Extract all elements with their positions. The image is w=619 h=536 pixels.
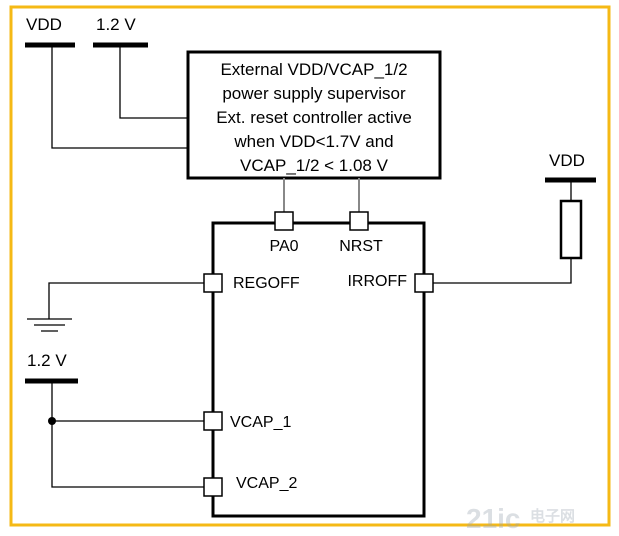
regoff-pin-label: REGOFF xyxy=(233,275,300,292)
supervisor-line-1: External VDD/VCAP_1/2 xyxy=(220,60,407,79)
nrst-pin-label: NRST xyxy=(339,238,383,255)
vdd-top-label: VDD xyxy=(26,15,62,34)
irroff-pin xyxy=(414,273,434,293)
watermark-text: 电子网 xyxy=(530,507,575,525)
irroff-pin-label: IRROFF xyxy=(347,273,407,290)
vdd-right-label: VDD xyxy=(549,151,585,170)
pa0-pin xyxy=(274,211,294,231)
v12-top-label: 1.2 V xyxy=(96,15,136,34)
vcap2-pin-label: VCAP_2 xyxy=(236,475,297,492)
mcu-chip-box xyxy=(211,221,426,518)
vdd-top-wire xyxy=(51,45,188,149)
regoff-wire xyxy=(48,282,204,319)
supervisor-line-3: Ext. reset controller active xyxy=(216,108,412,127)
supervisor-line-4: when VDD<1.7V and xyxy=(233,132,393,151)
vcap1-pin xyxy=(203,411,223,431)
v12-left-label: 1.2 V xyxy=(27,351,67,370)
supervisor-line-2: power supply supervisor xyxy=(222,84,406,103)
nrst-pin xyxy=(349,211,369,231)
vcap1-pin-label: VCAP_1 xyxy=(230,414,291,431)
junction-dot xyxy=(48,417,56,425)
supervisor-line-5: VCAP_1/2 < 1.08 V xyxy=(240,156,389,175)
pa0-pin-label: PA0 xyxy=(269,238,298,255)
resistor-icon xyxy=(559,199,583,260)
vcap2-pin xyxy=(203,477,223,497)
irroff-wire xyxy=(433,258,572,284)
supervisor-box xyxy=(186,50,442,180)
v12-top-wire xyxy=(119,45,188,119)
watermark: 21ic 电子网 xyxy=(466,503,575,534)
watermark-logo: 21ic xyxy=(466,503,521,534)
regoff-pin xyxy=(203,273,223,293)
ground-icon xyxy=(27,318,72,332)
v12-left-wire xyxy=(51,381,204,488)
